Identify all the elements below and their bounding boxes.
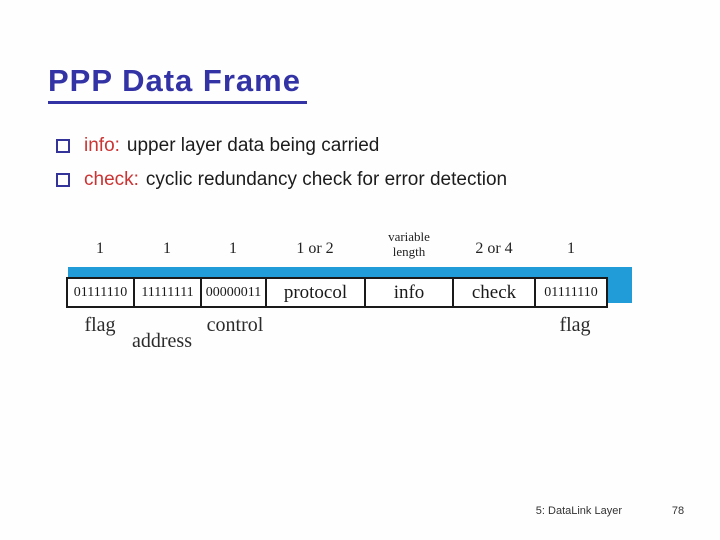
field-name-label: flag [84, 314, 116, 336]
frame-cell-protocol: protocol [265, 277, 366, 308]
field-size-label: 1 [229, 240, 237, 257]
field-size-label: 2 or 4 [475, 240, 513, 257]
field-size-label: 1 [163, 240, 171, 257]
field-size-label: 1 or 2 [296, 240, 334, 257]
footer-section-label: 5: DataLink Layer [535, 505, 622, 517]
bullet-term: info: [84, 135, 120, 156]
square-bullet-icon [56, 139, 70, 153]
page-title: PPP Data Frame [48, 63, 307, 104]
list-item: info: upper layer data being carried [56, 132, 529, 160]
frame-cell-control: 00000011 [200, 277, 267, 308]
bullet-list: info: upper layer data being carried chec… [56, 132, 529, 200]
ppp-frame-diagram: 1 1 1 1 or 2 variable length 2 or 4 1 01… [66, 228, 666, 368]
bullet-text: cyclic redundancy check for error detect… [145, 169, 508, 190]
bullet-content: info: upper layer data being carried [84, 132, 529, 160]
bullet-content: check: cyclic redundancy check for error … [84, 166, 529, 194]
bullet-term: check: [84, 169, 139, 190]
bullet-text: upper layer data being carried [126, 135, 380, 156]
square-bullet-icon [56, 173, 70, 187]
field-size-label: 1 [567, 240, 575, 257]
field-name-label: address [132, 330, 192, 352]
field-size-label: variable length [388, 229, 430, 259]
field-size-label: 1 [96, 240, 104, 257]
field-name-label: control [206, 314, 264, 336]
footer-page-number: 78 [671, 505, 685, 517]
frame-cell-flag: 01111110 [66, 277, 135, 308]
frame-cell-flag: 01111110 [534, 277, 608, 308]
frame-cell-check: check [452, 277, 536, 308]
frame-cell-address: 11111111 [133, 277, 202, 308]
list-item: check: cyclic redundancy check for error … [56, 166, 529, 194]
frame-cell-info: info [364, 277, 454, 308]
field-name-label: flag [559, 314, 591, 336]
